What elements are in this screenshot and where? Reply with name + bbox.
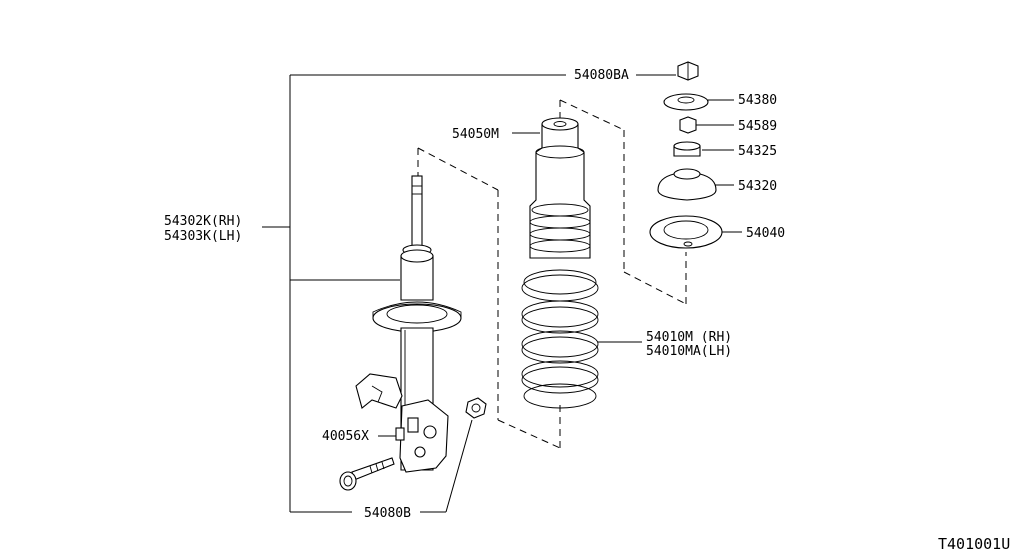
label-bolt: 40056X (322, 429, 369, 444)
bottom-nut-part (465, 397, 487, 419)
label-upper-seat: 54380 (738, 93, 777, 108)
bump-stopper-part (529, 117, 591, 259)
bolt-part (339, 457, 395, 491)
reference-code: T401001U (938, 535, 1010, 553)
coil-spring-part (521, 269, 599, 409)
label-bump-stopper: 54050M (452, 127, 499, 142)
upper-seat-part (663, 93, 709, 111)
strut-assembly (355, 175, 462, 473)
bushing-part (673, 141, 701, 157)
label-bushing: 54325 (738, 144, 777, 159)
small-nut-part (679, 116, 697, 134)
label-spring-lh: 54010MA(LH) (646, 344, 732, 359)
top-nut-part (677, 61, 699, 81)
label-small-nut: 54589 (738, 119, 777, 134)
strut-mount-part (657, 168, 717, 201)
label-top-nut: 54080BA (574, 68, 629, 83)
label-strut-mount: 54320 (738, 179, 777, 194)
lower-seat-part (649, 215, 723, 249)
label-lower-seat: 54040 (746, 226, 785, 241)
label-spring-rh: 54010M (RH) (646, 330, 732, 345)
label-bottom-nut: 54080B (364, 506, 411, 521)
leader-lines (262, 74, 742, 513)
label-strut-rh: 54302K(RH) (164, 214, 242, 229)
label-strut-lh: 54303K(LH) (164, 229, 242, 244)
